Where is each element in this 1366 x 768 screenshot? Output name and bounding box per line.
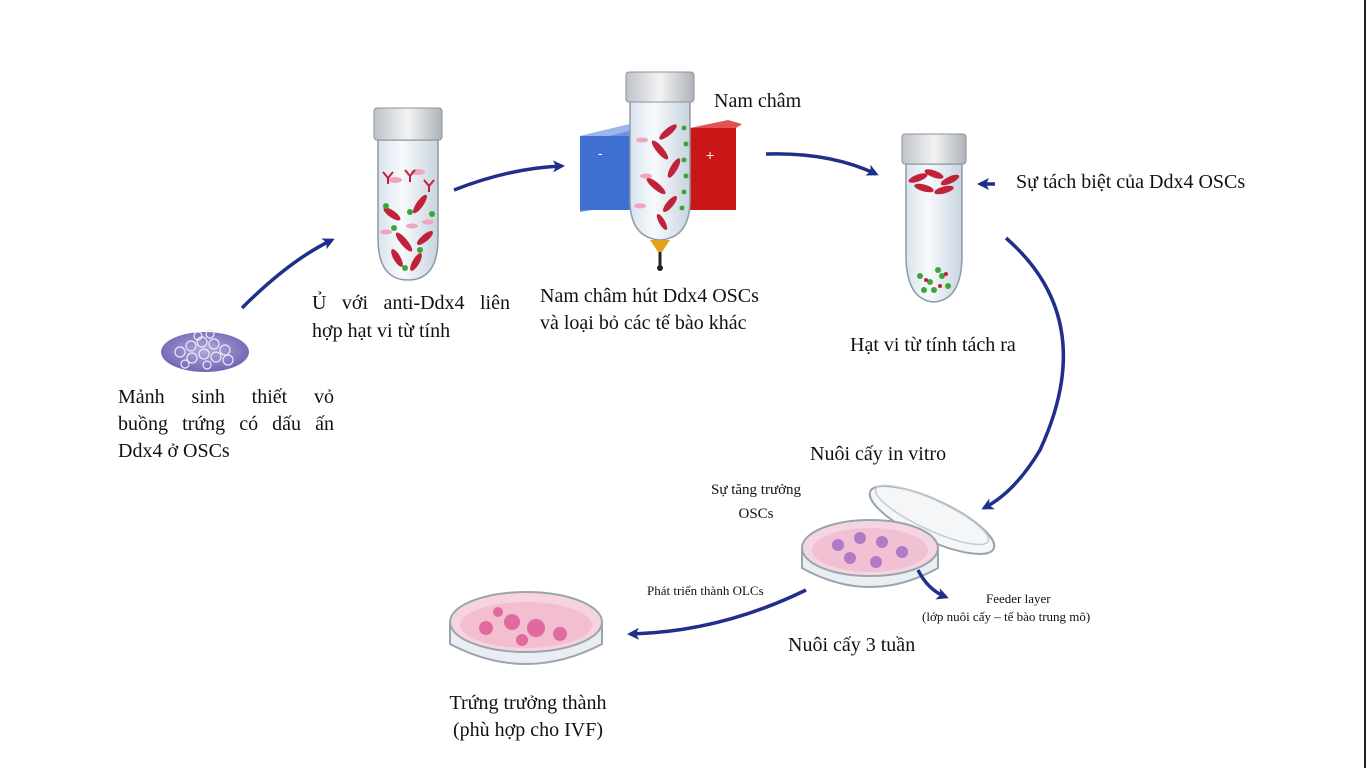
magnet-tube-icon (625, 71, 695, 271)
arrow-biopsy-to-tube (240, 238, 335, 310)
culture-dish-icon (801, 484, 996, 588)
right-edge-border (1364, 0, 1366, 768)
biopsy-label-line2: buồng trứng có dấu ấn (118, 413, 334, 435)
separation-tube-icon (901, 133, 967, 303)
develop-label: Phát triển thành OLCs (647, 583, 764, 598)
biopsy-label: Mảnh sinh thiết vỏ (118, 384, 334, 411)
culture-3w-label: Nuôi cấy 3 tuần (788, 634, 916, 656)
incubate-label-line1: Ủ với anti-Ddx4 liên (312, 292, 510, 314)
growth-label-line2: OSCs (738, 506, 774, 522)
incubate-label-row1: Ủ với anti-Ddx4 liên (312, 290, 510, 317)
arrow-dish-to-egg (627, 588, 807, 640)
biopsy-label-line3: Ddx4 ở OSCs (118, 440, 230, 462)
incubate-label-line2: hợp hạt vi từ tính (312, 320, 451, 342)
arrow-tube-to-dish (981, 236, 1066, 510)
magnet-attract-line2: và loại bỏ các tế bào khác (540, 312, 747, 334)
biopsy-label-row2: buồng trứng có dấu ấn (118, 411, 334, 438)
mature-egg-dish-icon (449, 591, 603, 665)
magnet-attract-line1: Nam châm hút Ddx4 OSCs (540, 285, 759, 307)
in-vitro-label: Nuôi cấy in vitro (810, 443, 947, 465)
magnet-icon: - + (580, 120, 742, 212)
magnet-pole-minus: - (598, 145, 603, 161)
biopsy-tissue-icon (161, 329, 249, 372)
arrow-dish-to-feeder (916, 569, 949, 600)
incubation-tube-icon (373, 107, 443, 281)
feeder-label-line2: (lớp nuôi cấy – tế bào trung mô) (922, 609, 1091, 624)
biopsy-label-line1: Mảnh sinh thiết vỏ (118, 386, 334, 408)
growth-label-line1: Sự tăng trưởng (710, 482, 802, 498)
mature-egg-line1: Trứng trưởng thành (449, 692, 607, 714)
magnet-label: Nam châm (714, 90, 802, 112)
beads-detach-label: Hạt vi từ tính tách ra (850, 334, 1016, 356)
feeder-label-line1: Feeder layer (986, 591, 1051, 606)
separation-label: Sự tách biệt của Ddx4 OSCs (1016, 171, 1246, 193)
magnet-pole-plus: + (706, 147, 714, 163)
arrow-magnet-to-tube (765, 152, 879, 176)
arrow-tube-to-magnet (453, 160, 565, 192)
mature-egg-line2: (phù hợp cho IVF) (453, 719, 603, 741)
